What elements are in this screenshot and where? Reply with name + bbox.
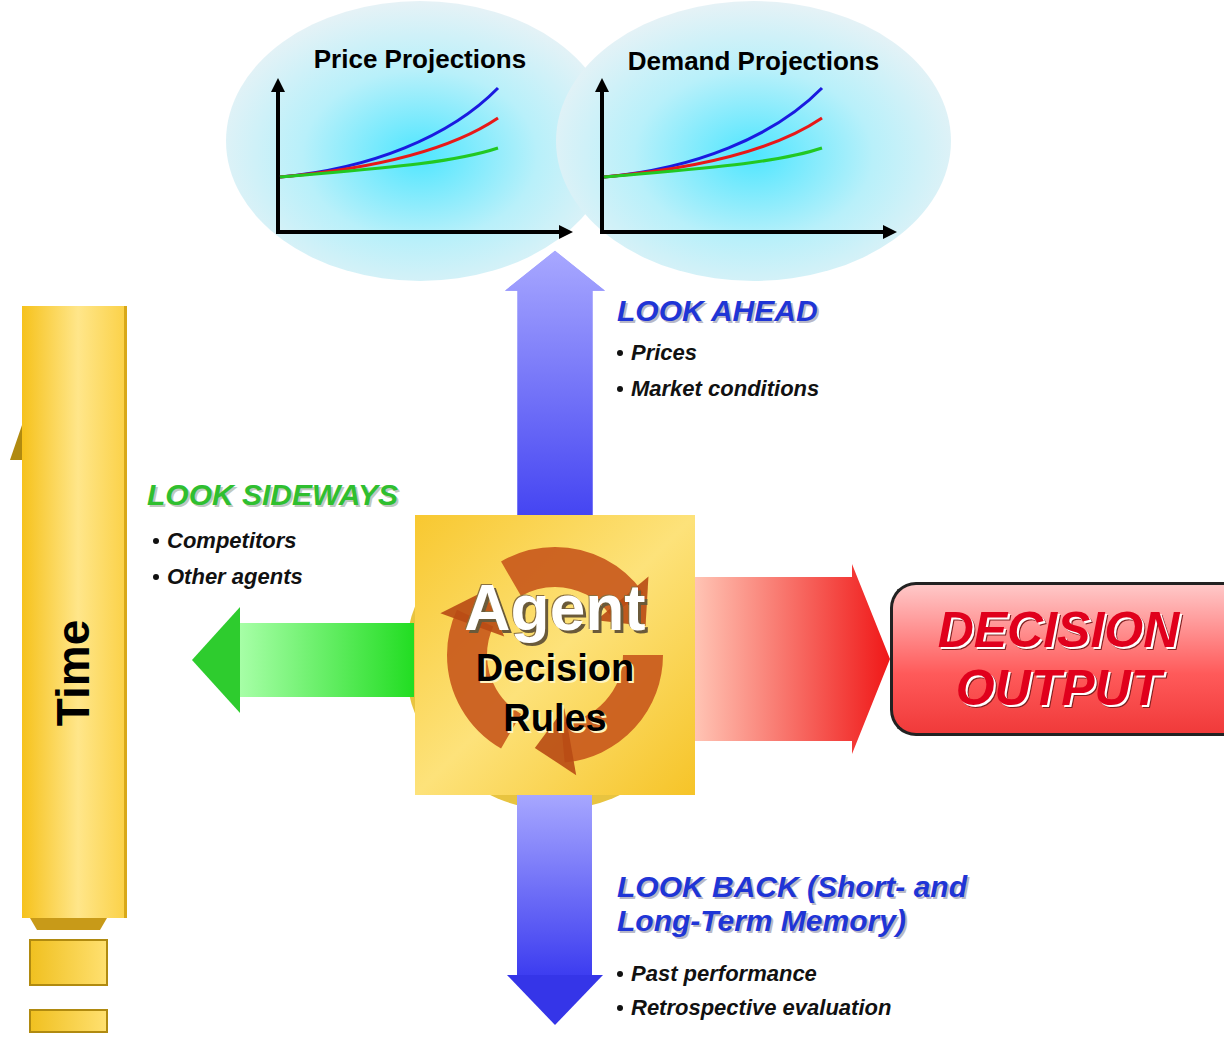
ellipse-outline: [556, 1, 951, 281]
section-heading: LOOK AHEAD: [617, 294, 818, 327]
projection-curve: [280, 88, 498, 177]
bullet-dot: [617, 971, 623, 977]
bullet-item: Prices: [631, 340, 697, 366]
heading-box: LOOK BACK (Short- and Long-Term Memory): [617, 870, 1057, 938]
bullet-item: Retrospective evaluation: [631, 995, 891, 1021]
bullet-item: Past performance: [631, 961, 817, 987]
agent-box: AgentDecision Rules: [415, 515, 695, 795]
bullet-row: Prices: [617, 340, 917, 366]
agent-title: Agent: [464, 573, 645, 643]
decision-arrow: [695, 564, 890, 754]
agent-disc: [405, 510, 705, 810]
projection-curve: [604, 88, 822, 177]
decision-output-box: DECISION OUTPUT: [890, 582, 1224, 736]
bullet-row: Competitors: [153, 528, 393, 554]
heading-box: LOOK AHEAD: [617, 294, 917, 328]
bullet-row: Other agents: [153, 564, 393, 590]
time-label: Time: [46, 620, 100, 727]
output-label: DECISION OUTPUT: [909, 601, 1209, 717]
bullet-item: Competitors: [167, 528, 297, 554]
section-heading: LOOK BACK (Short- and Long-Term Memory): [617, 870, 967, 937]
time-step: [30, 940, 107, 985]
time-arrowhead: [10, 425, 22, 460]
ellipse-shape: [555, 0, 952, 282]
chart-axes: [278, 88, 563, 232]
bullet-item: Other agents: [167, 564, 303, 590]
section-heading: LOOK SIDEWAYS: [147, 478, 398, 511]
time-step: [30, 1010, 107, 1032]
bullet-row: Past performance: [617, 961, 1017, 987]
bullet-dot: [153, 574, 159, 580]
bullet-dot: [617, 350, 623, 356]
projection-curve: [604, 148, 822, 177]
ellipse-title: Price Projections: [225, 44, 615, 75]
look-sideways-arrow: [192, 607, 414, 713]
look-ahead-arrow: [505, 251, 605, 515]
ellipse-outline: [226, 1, 614, 281]
look-ahead-arrow: [505, 251, 605, 515]
time-bar: Time: [22, 306, 127, 918]
projection-curve: [280, 118, 498, 177]
chart-axes: [602, 88, 887, 232]
ellipse-title: Demand Projections: [555, 46, 952, 77]
agent-box: [415, 515, 695, 795]
axis-arrowhead: [559, 225, 573, 239]
bullet-row: Retrospective evaluation: [617, 995, 1017, 1021]
projection-ellipse: Demand Projections: [555, 0, 952, 282]
bullet-row: Market conditions: [617, 376, 917, 402]
agent-subtitle: Decision Rules: [440, 643, 670, 743]
bullet-dot: [617, 1005, 623, 1011]
heading-box: LOOK SIDEWAYS: [147, 478, 447, 512]
axis-arrowhead: [595, 78, 609, 92]
bullet-dot: [153, 538, 159, 544]
projection-curve: [604, 118, 822, 177]
projection-curve: [280, 148, 498, 177]
axis-arrowhead: [883, 225, 897, 239]
look-back-arrow: [507, 793, 603, 1025]
time-step-edge: [30, 918, 107, 930]
bullet-dot: [617, 386, 623, 392]
bullet-item: Market conditions: [631, 376, 819, 402]
axis-arrowhead: [271, 78, 285, 92]
